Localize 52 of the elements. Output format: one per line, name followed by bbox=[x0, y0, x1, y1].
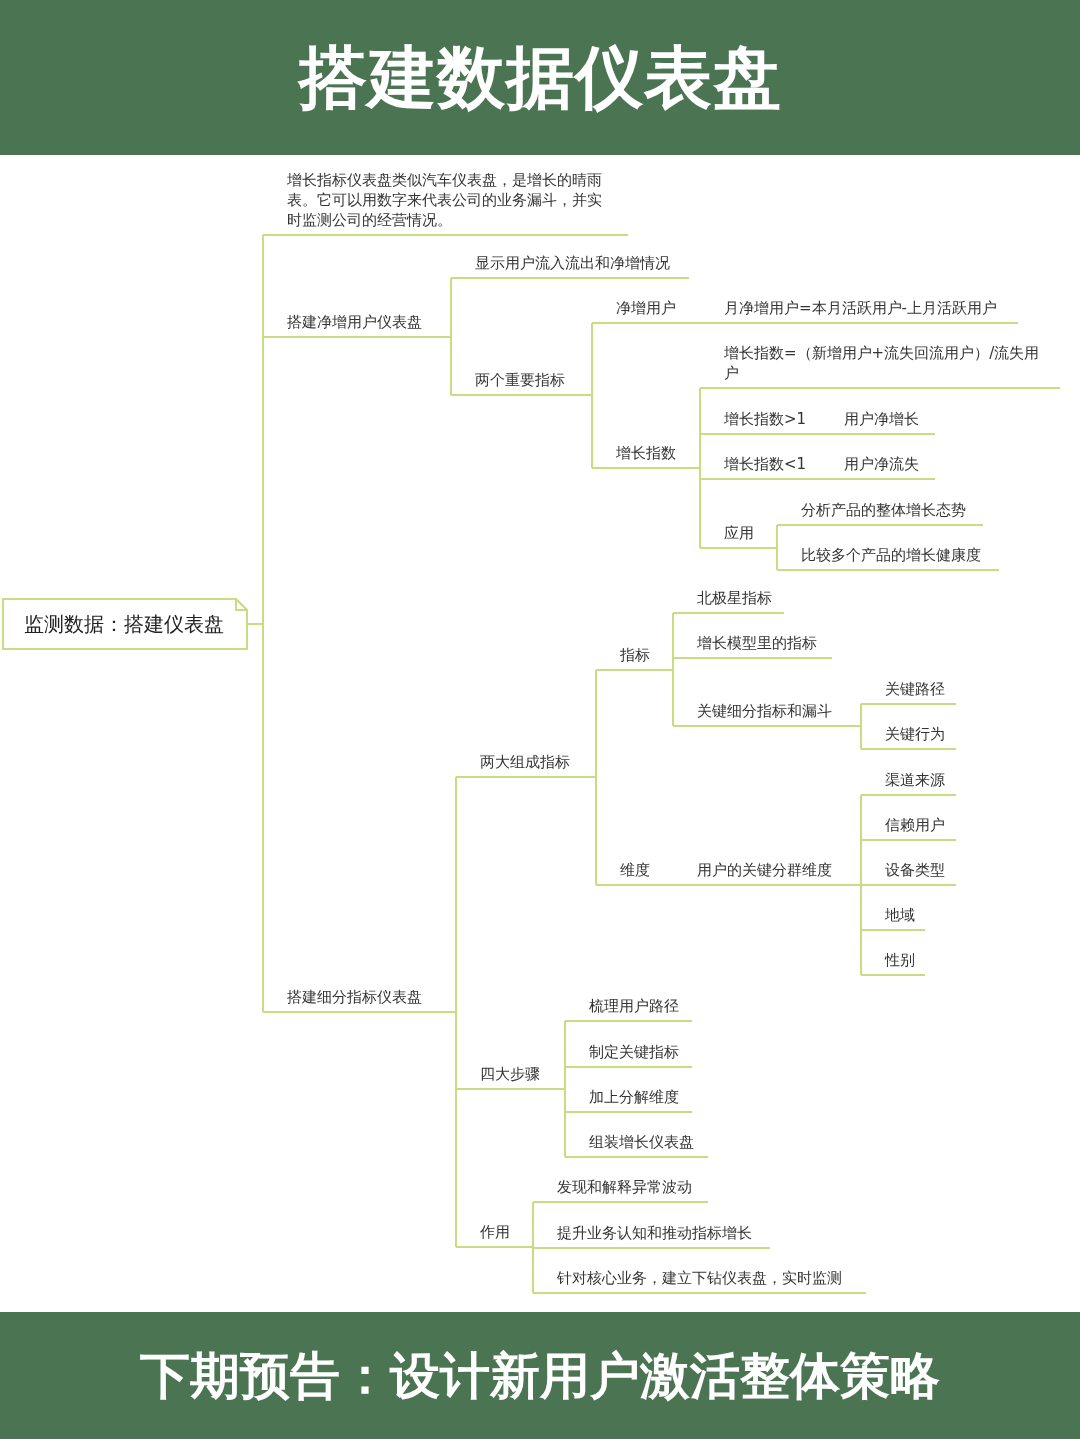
topic-label: 应用 bbox=[700, 523, 769, 549]
topic-label: 梳理用户路径 bbox=[565, 996, 692, 1022]
topic-label: 针对核心业务，建立下钻仪表盘，实时监测 bbox=[533, 1268, 866, 1294]
topic-label: 比较多个产品的增长健康度 bbox=[777, 545, 999, 571]
topic-label: 增长指标仪表盘类似汽车仪表盘，是增长的晴雨表。它可以用数字来代表公司的业务漏斗，并实时监测公司的经营情况。 bbox=[263, 170, 628, 236]
topic-label: 两大组成指标 bbox=[456, 752, 588, 778]
topic-label: 用户净增长 bbox=[820, 409, 935, 435]
connector-line bbox=[691, 322, 701, 324]
topic-label: 分析产品的整体增长态势 bbox=[777, 500, 983, 526]
topic-label: 指标 bbox=[596, 645, 665, 671]
topic-label: 制定关键指标 bbox=[565, 1042, 692, 1068]
topic-label: 维度 bbox=[596, 860, 665, 886]
connector-line bbox=[447, 1011, 457, 1248]
topic-label: 搭建净增用户仪表盘 bbox=[263, 312, 443, 338]
topic-label: 关键行为 bbox=[861, 724, 956, 750]
topic-label: 两个重要指标 bbox=[451, 370, 584, 396]
topic-label: 加上分解维度 bbox=[565, 1087, 692, 1113]
connector-line bbox=[811, 433, 821, 435]
topic-label: 四大步骤 bbox=[456, 1064, 557, 1090]
page-title: 搭建数据仪表盘 bbox=[298, 37, 782, 118]
topic-label: 月净增用户=本月活跃用户-上月活跃用户 bbox=[700, 298, 1018, 324]
topic-label: 用户的关键分群维度 bbox=[673, 860, 853, 886]
topic-label: 关键细分指标和漏斗 bbox=[673, 701, 853, 727]
topic-label: 提升业务认知和推动指标增长 bbox=[533, 1223, 770, 1249]
topic-label: 搭建细分指标仪表盘 bbox=[263, 987, 448, 1013]
topic-label: 发现和解释异常波动 bbox=[533, 1177, 708, 1203]
topic-label: 信赖用户 bbox=[861, 815, 956, 841]
topic-label: 净增用户 bbox=[592, 298, 692, 324]
connector-line bbox=[247, 623, 264, 1013]
topic-label: 北极星指标 bbox=[673, 588, 784, 614]
connector-line bbox=[583, 394, 593, 469]
connector-line bbox=[664, 884, 674, 886]
root-topic-note: 监测数据：搭建仪表盘 bbox=[2, 598, 248, 650]
topic-label: 渠道来源 bbox=[861, 770, 956, 796]
topic-label: 增长指数<1 bbox=[700, 454, 812, 480]
connector-line bbox=[768, 547, 778, 571]
footer-teaser: 下期预告：设计新用户激活整体策略 bbox=[140, 1345, 940, 1406]
connector-line bbox=[852, 725, 862, 750]
topic-label: 性别 bbox=[861, 950, 925, 976]
topic-label: 组装增长仪表盘 bbox=[565, 1132, 708, 1158]
topic-label: 用户净流失 bbox=[820, 454, 935, 480]
topic-label: 地域 bbox=[861, 905, 925, 931]
topic-label: 作用 bbox=[456, 1222, 525, 1248]
topic-label: 增长指数 bbox=[592, 443, 692, 469]
topic-label: 设备类型 bbox=[861, 860, 956, 886]
topic-label: 关键路径 bbox=[861, 679, 956, 705]
connector-line bbox=[442, 336, 452, 396]
topic-label: 增长指数>1 bbox=[700, 409, 812, 435]
topic-label: 显示用户流入流出和净增情况 bbox=[451, 253, 689, 279]
topic-label: 增长模型里的指标 bbox=[673, 633, 832, 659]
connector-line bbox=[811, 478, 821, 480]
topic-label: 增长指数=（新增用户+流失回流用户）/流失用户 bbox=[700, 343, 1060, 389]
